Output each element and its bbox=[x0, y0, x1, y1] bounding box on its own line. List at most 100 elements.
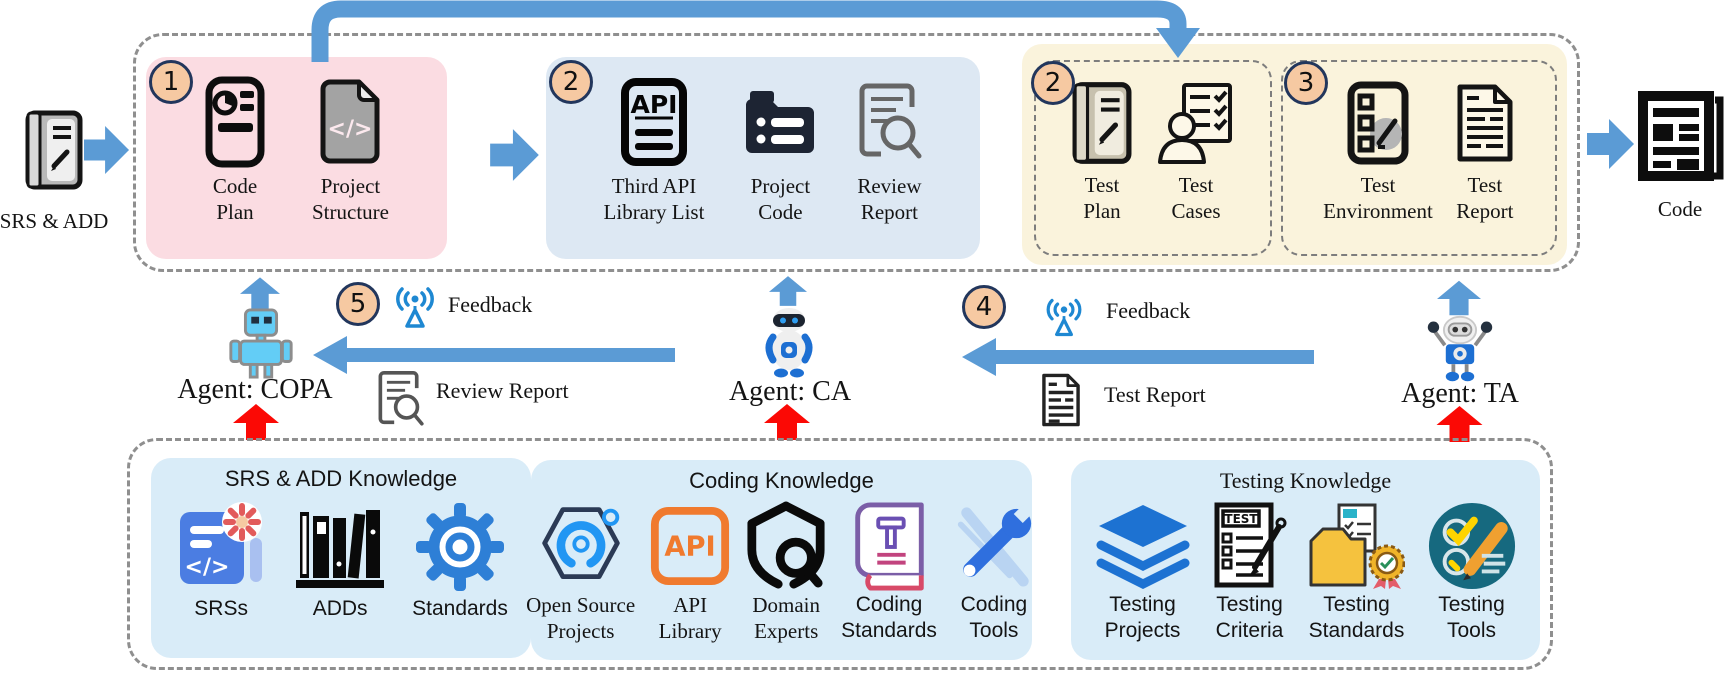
badge-step-5: 5 bbox=[336, 282, 380, 326]
robot-ta-icon bbox=[1424, 314, 1496, 384]
test-report-doc-icon bbox=[1455, 74, 1515, 172]
knowledge-item-label: Testing Criteria bbox=[1215, 593, 1284, 642]
badge-step-4: 4 bbox=[962, 285, 1006, 329]
agent-ca-label: Agent: CA bbox=[728, 376, 852, 407]
artifact-label: Test Plan bbox=[1083, 173, 1121, 223]
artifact-label: Test Report bbox=[1456, 173, 1514, 223]
arrow-plan-to-coding-icon bbox=[490, 126, 540, 184]
output-artifact: Code bbox=[1632, 84, 1728, 222]
arrow-ta-up-icon bbox=[1437, 280, 1481, 316]
stage-test-exec-box: Test Environment Test Report bbox=[1281, 60, 1557, 256]
robot-ca-icon bbox=[758, 306, 820, 378]
svg-text:TEST: TEST bbox=[1224, 512, 1258, 526]
svg-text:</>: </> bbox=[328, 117, 373, 142]
badge-step-3: 3 bbox=[1284, 61, 1328, 105]
environment-checklist-icon bbox=[1347, 74, 1409, 172]
knowledge-item-label: Domain Experts bbox=[752, 593, 820, 643]
person-checklist-icon bbox=[1158, 74, 1234, 172]
input-artifact: SRS & ADD bbox=[0, 108, 109, 234]
feedback-broadcast-icon bbox=[1044, 294, 1084, 340]
arrow-copa-up-icon bbox=[240, 276, 280, 310]
srss-icon: </> bbox=[174, 498, 268, 596]
code-folder-icon bbox=[742, 71, 818, 173]
project-structure-icon: </> bbox=[319, 71, 381, 173]
test-report-small-icon bbox=[1040, 372, 1082, 428]
knowledge-container bbox=[127, 438, 1553, 670]
feedback5-label: Feedback bbox=[448, 292, 533, 317]
domain-experts-shield-icon bbox=[745, 500, 827, 592]
svg-text:API: API bbox=[630, 90, 677, 119]
adds-books-icon bbox=[294, 498, 386, 596]
knowledge-item-srss: </> bbox=[174, 498, 268, 622]
feedback-broadcast-icon bbox=[394, 282, 436, 332]
code-newspaper-icon bbox=[1636, 84, 1724, 188]
knowledge-coding-box: Coding Knowledge Open Source Projects bbox=[526, 460, 1032, 660]
artifact-label: Code Plan bbox=[212, 174, 258, 224]
svg-text:</>: </> bbox=[185, 555, 230, 580]
artifact-test-cases: Test Cases bbox=[1158, 74, 1234, 224]
stage-test-design-box: Test Plan Test Cases bbox=[1034, 60, 1272, 256]
stage-coding-box: API Third API Library List bbox=[546, 57, 980, 259]
agent-ta-label: Agent: TA bbox=[1401, 378, 1519, 409]
input-label: SRS & ADD bbox=[0, 209, 109, 233]
test-report-label: Test Report bbox=[1104, 382, 1206, 407]
api-library-icon: API bbox=[649, 500, 731, 592]
knowledge-srs-add-box: SRS & ADD Knowledge </> bbox=[151, 458, 531, 658]
review-report-small-icon bbox=[376, 368, 424, 430]
badge-step-2b: 2 bbox=[1031, 61, 1075, 105]
arrow-feedback4-icon bbox=[962, 338, 1314, 376]
api-document-icon: API bbox=[620, 71, 687, 173]
arc-arrow-plan-to-test-icon bbox=[305, 0, 1200, 62]
artifact-test-plan: Test Plan bbox=[1072, 74, 1132, 224]
artifact-label: Third API Library List bbox=[603, 174, 705, 224]
artifact-code-plan: Code Plan bbox=[204, 71, 266, 225]
artifact-label: Test Cases bbox=[1171, 173, 1221, 223]
code-plan-icon bbox=[204, 71, 266, 173]
knowledge-item-label: Coding Tools bbox=[960, 593, 1028, 642]
knowledge-item-testing-projects: Testing Projects bbox=[1095, 500, 1191, 644]
review-report-icon bbox=[856, 71, 922, 173]
standards-gear-icon bbox=[415, 498, 505, 596]
test-plan-notebook-icon bbox=[1072, 74, 1132, 172]
testing-criteria-checklist-icon: TEST bbox=[1213, 500, 1287, 592]
artifact-label: Review Report bbox=[857, 174, 922, 224]
agent-copa-label: Agent: COPA bbox=[177, 374, 333, 405]
knowledge-coding-title: Coding Knowledge bbox=[689, 468, 874, 493]
artifact-label: Test Environment bbox=[1323, 173, 1433, 223]
arrow-ca-knowledge-icon bbox=[764, 404, 810, 440]
arrow-feedback5-icon bbox=[313, 336, 675, 374]
knowledge-item-standards: Standards bbox=[412, 498, 508, 622]
knowledge-item-testing-tools: Testing Tools bbox=[1427, 500, 1517, 644]
artifact-third-api-library-list: API Third API Library List bbox=[603, 71, 705, 225]
knowledge-item-label: SRSs bbox=[194, 597, 248, 620]
artifact-test-report: Test Report bbox=[1455, 74, 1515, 224]
artifact-review-report: Review Report bbox=[856, 71, 922, 225]
knowledge-item-api-library: API API Library bbox=[649, 500, 731, 644]
arrow-input-icon bbox=[84, 122, 130, 178]
artifact-project-code: Project Code bbox=[742, 71, 818, 225]
testing-standards-folder-icon bbox=[1309, 500, 1405, 592]
review-report-label: Review Report bbox=[436, 378, 569, 403]
robot-copa-icon bbox=[226, 308, 296, 380]
srs-add-notebook-icon bbox=[25, 108, 83, 192]
knowledge-item-label: Testing Standards bbox=[1308, 593, 1405, 642]
knowledge-item-label: Testing Tools bbox=[1438, 593, 1505, 642]
feedback4-label: Feedback bbox=[1106, 298, 1191, 323]
arrow-copa-knowledge-icon bbox=[233, 404, 279, 440]
knowledge-item-label: API Library bbox=[658, 593, 722, 643]
coding-standards-book-icon bbox=[850, 500, 928, 592]
knowledge-item-domain-experts: Domain Experts bbox=[745, 500, 827, 644]
stage-plan-box: Code Plan </> Project Structure bbox=[146, 57, 447, 259]
knowledge-item-testing-standards: Testing Standards bbox=[1309, 500, 1405, 644]
artifact-label: Project Structure bbox=[312, 174, 389, 224]
knowledge-item-label: Standards bbox=[412, 597, 508, 620]
knowledge-srs-add-title: SRS & ADD Knowledge bbox=[224, 466, 458, 491]
knowledge-item-label: Open Source Projects bbox=[526, 593, 636, 643]
artifact-pipeline-container bbox=[133, 33, 1580, 272]
knowledge-item-coding-standards: Coding Standards bbox=[841, 500, 937, 644]
knowledge-testing-title: Testing Knowledge bbox=[1219, 468, 1392, 493]
knowledge-item-adds: ADDs bbox=[294, 498, 386, 622]
coding-tools-wrench-icon bbox=[951, 500, 1037, 592]
badge-step-2: 2 bbox=[549, 60, 593, 104]
